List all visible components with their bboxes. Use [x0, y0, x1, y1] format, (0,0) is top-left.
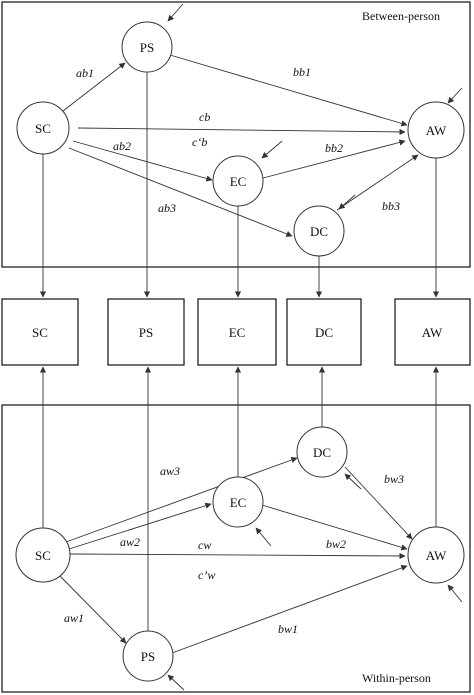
between-node-ec: EC: [212, 155, 264, 207]
between-residual-aw: [447, 87, 463, 104]
within-residual-aw: [447, 584, 463, 603]
within-person-title: Within-person: [362, 671, 431, 685]
label-bw2: bw2: [326, 537, 346, 551]
within-edge-sc-ps: [57, 573, 127, 644]
between-edge-ps-aw: [169, 54, 408, 127]
label-ab3: ab3: [158, 201, 176, 215]
between-residual-ec: [261, 140, 283, 159]
within-person-paths: [57, 456, 463, 691]
within-person-path-labels: aw3 bw3 aw2 cw bw2 c’w aw1 bw1: [64, 464, 404, 636]
observed-box-sc: SC: [1, 298, 79, 366]
within-edge-sc-ec: [68, 502, 212, 550]
between-node-aw-label: AW: [426, 123, 447, 138]
observed-box-aw: AW: [394, 298, 471, 366]
between-residual-dc: [338, 194, 356, 210]
label-ab2: ab2: [113, 139, 131, 153]
within-node-ec: EC: [212, 476, 264, 528]
between-edge-sc-ps: [62, 62, 126, 112]
observed-box-sc-label: SC: [32, 325, 48, 340]
within-node-sc: SC: [15, 527, 71, 583]
between-node-aw: AW: [407, 101, 465, 159]
within-node-ps-label: PS: [141, 649, 155, 664]
within-edge-sc-aw: [69, 552, 406, 560]
within-residual-ps: [167, 674, 185, 691]
within-person-panel: [1, 404, 471, 693]
within-node-aw: AW: [407, 526, 465, 584]
between-node-sc-label: SC: [35, 121, 51, 136]
between-node-dc-label: DC: [310, 224, 328, 239]
between-residual-ps: [167, 3, 184, 22]
between-person-panel: [1, 1, 471, 268]
between-edge-dc-aw: [336, 154, 419, 211]
within-node-ec-label: EC: [230, 495, 247, 510]
label-bb1: bb1: [293, 65, 311, 79]
between-node-dc: DC: [293, 205, 345, 257]
between-node-sc: SC: [16, 101, 70, 155]
within-residual-dc: [344, 473, 362, 490]
between-node-ps: PS: [121, 21, 173, 73]
observed-box-dc-label: DC: [315, 325, 333, 340]
between-person-path-labels: ab1 bb1 cb c‘b ab2 bb2 ab3 bb3: [76, 65, 400, 215]
label-ab1: ab1: [76, 66, 94, 80]
label-aw3: aw3: [160, 464, 180, 478]
within-edge-ec-aw: [261, 504, 408, 551]
between-node-ps-label: PS: [140, 40, 154, 55]
between-person-title: Between-person: [362, 9, 440, 23]
label-bw3: bw3: [384, 472, 404, 486]
label-c-prime-w: c’w: [198, 568, 215, 582]
between-person-paths: [62, 3, 463, 237]
within-node-sc-label: SC: [35, 548, 51, 563]
observed-box-ps: PS: [107, 298, 185, 366]
between-edge-sc-ec: [72, 140, 213, 182]
label-c-prime-b: c‘b: [192, 135, 207, 149]
observed-box-ps-label: PS: [139, 325, 153, 340]
label-bb3: bb3: [382, 199, 400, 213]
within-node-aw-label: AW: [426, 548, 447, 563]
within-edge-sc-dc: [65, 456, 298, 543]
between-edge-sc-dc: [68, 147, 293, 237]
within-node-ps: PS: [122, 630, 174, 682]
between-edge-sc-aw: [77, 127, 406, 136]
within-node-dc: DC: [296, 426, 348, 478]
label-aw1: aw1: [64, 611, 84, 625]
label-cb: cb: [199, 110, 210, 124]
within-edge-dc-aw: [344, 466, 413, 540]
observed-box-dc: DC: [286, 298, 362, 366]
label-bw1: bw1: [278, 622, 298, 636]
label-aw2: aw2: [120, 535, 140, 549]
within-edge-ps-aw: [171, 565, 408, 654]
label-bb2: bb2: [325, 141, 343, 155]
between-node-ec-label: EC: [230, 174, 247, 189]
observed-box-ec-label: EC: [229, 325, 246, 340]
observed-box-aw-label: AW: [422, 325, 443, 340]
label-cw: cw: [198, 538, 211, 552]
between-edge-ec-aw: [262, 139, 406, 179]
observed-box-ec: EC: [197, 298, 277, 366]
within-node-dc-label: DC: [313, 445, 331, 460]
within-residual-ec: [255, 527, 272, 547]
vertical-connectors: [39, 72, 440, 631]
